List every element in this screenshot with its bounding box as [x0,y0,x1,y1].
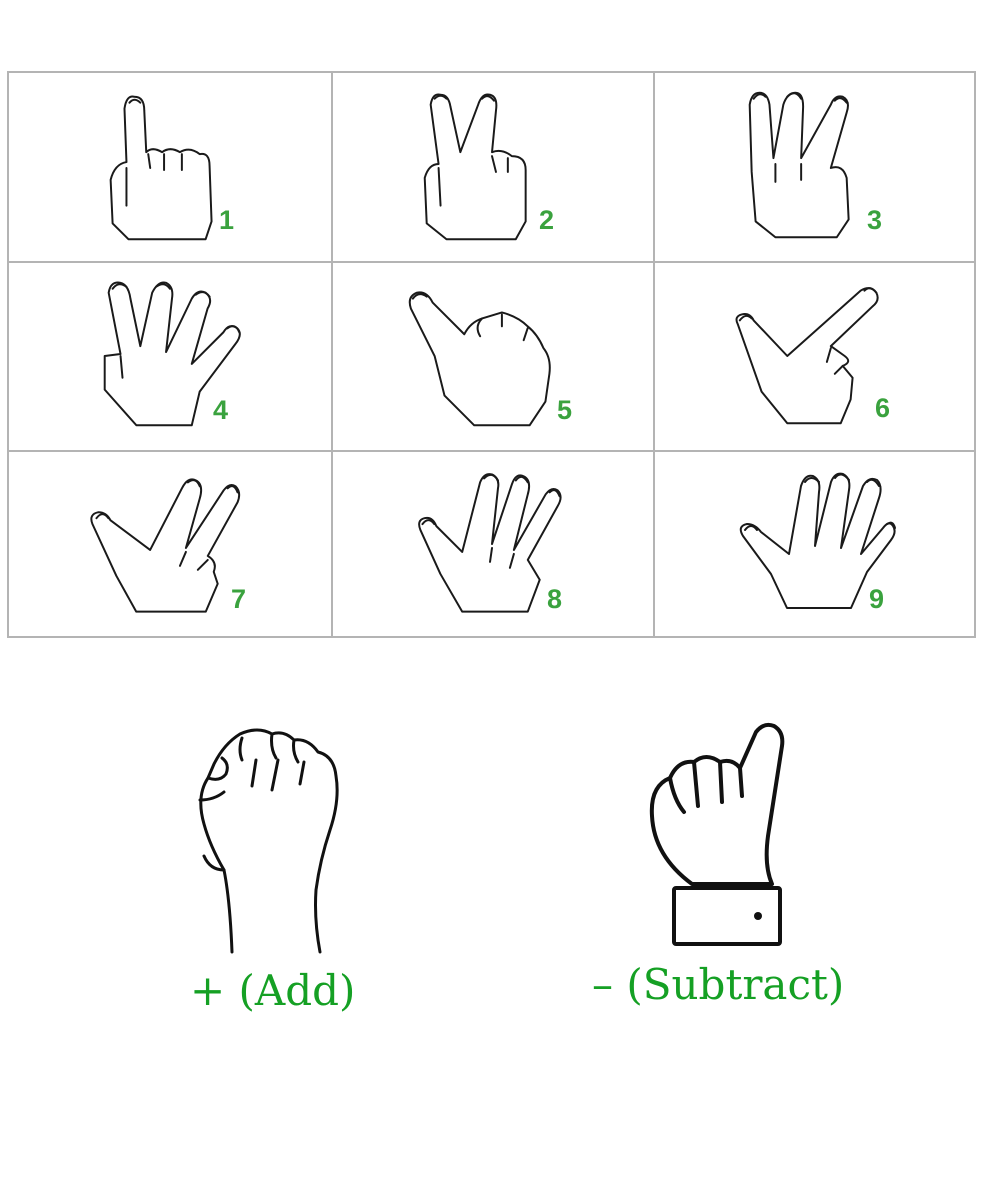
index-finger-cuff-icon [649,722,785,946]
number-gesture-grid: 1 2 3 4 5 [7,71,976,638]
four-finger-hand-icon [103,281,241,427]
three-finger-hand-icon [748,91,850,239]
gesture-number: 1 [219,205,235,235]
thumb-and-three-finger-hand-icon [418,473,562,613]
gesture-cell-4: 4 [9,263,333,452]
gesture-number: 8 [547,584,563,614]
gesture-cell-2: 2 [333,73,655,263]
gesture-number: 4 [213,395,229,425]
gesture-number: 6 [875,393,891,423]
gesture-cell-9: 9 [655,452,974,636]
closed-fist-icon [198,728,339,954]
thumb-and-two-finger-hand-icon [90,478,241,613]
two-finger-hand-icon [423,93,527,241]
thumb-pointing-hand-icon [408,291,551,427]
subtract-label: – (Subtract) [592,960,845,1009]
gesture-cell-1: 1 [9,73,333,263]
gesture-cell-6: 6 [655,263,974,452]
gesture-number: 2 [539,205,555,235]
gesture-cell-7: 7 [9,452,333,636]
gesture-number: 9 [869,584,885,614]
gesture-number: 3 [867,205,883,235]
gesture-cell-5: 5 [333,263,655,452]
gesture-number: 7 [231,584,247,614]
gesture-number: 5 [557,395,573,425]
one-finger-hand-icon [109,95,213,241]
gesture-cell-8: 8 [333,452,655,636]
add-label: + (Add) [190,966,356,1015]
thumb-and-index-hand-icon [735,287,879,425]
thumb-and-four-finger-hand-icon [739,472,896,609]
gesture-cell-3: 3 [655,73,974,263]
